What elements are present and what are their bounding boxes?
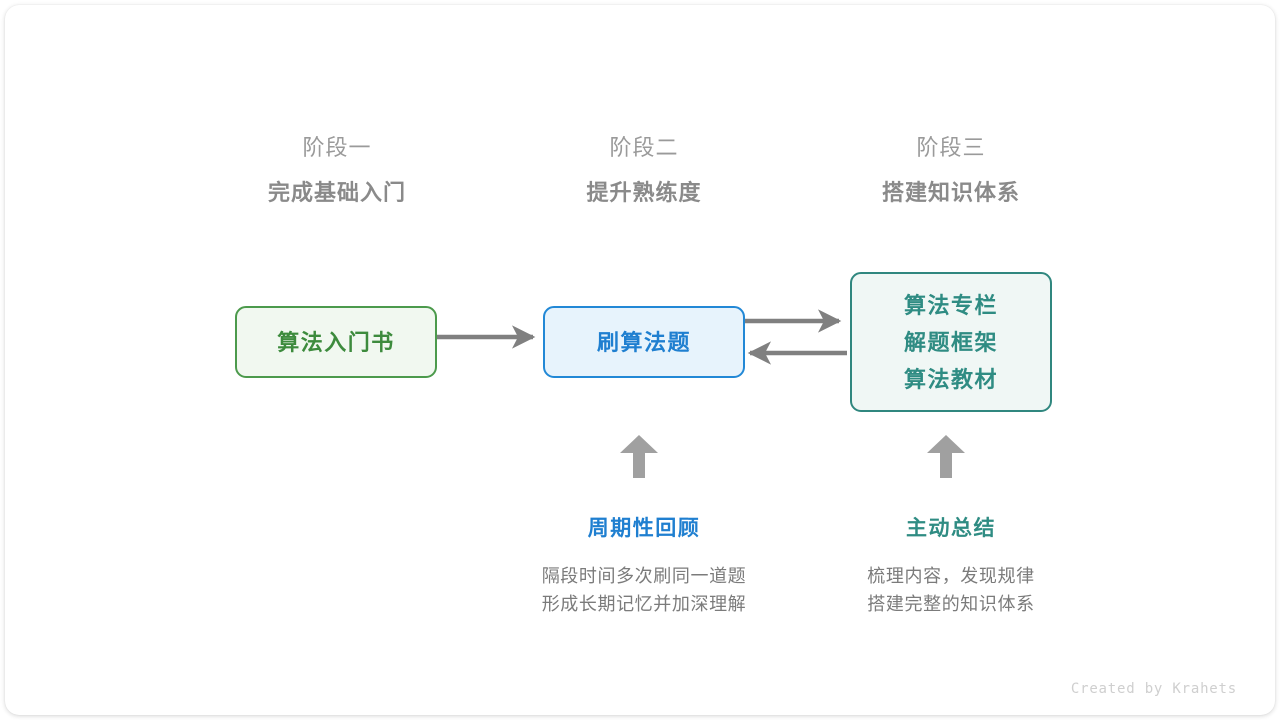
annotation-review-desc-line-2: 形成长期记忆并加深理解 [541, 594, 747, 614]
annotation-review-title: 周期性回顾 [587, 517, 701, 540]
annotation-summary-desc-line-2: 搭建完整的知识体系 [867, 594, 1035, 614]
stage-1-index-label: 阶段一 [302, 135, 372, 160]
stage-header-1: 阶段一 完成基础入门 [207, 133, 467, 209]
node-resources-line-3: 算法教材 [903, 366, 998, 392]
node-knowledge-resources[interactable]: 算法专栏 解题框架 算法教材 [850, 272, 1052, 412]
annotation-summary-title: 主动总结 [906, 517, 996, 540]
node-practice-problems[interactable]: 刷算法题 [543, 306, 745, 378]
node-resources-line-2: 解题框架 [903, 329, 998, 355]
node-book-label: 算法入门书 [277, 329, 395, 355]
annotation-review-desc-line-1: 隔段时间多次刷同一道题 [541, 566, 747, 586]
node-resources-line-1: 算法专栏 [903, 292, 998, 318]
diagram-card: 阶段一 完成基础入门 阶段二 提升熟练度 阶段三 搭建知识体系 [5, 5, 1275, 715]
annotation-periodic-review: 周期性回顾 隔段时间多次刷同一道题 形成长期记忆并加深理解 [494, 514, 794, 618]
up-arrow-review-icon [620, 435, 658, 478]
stage-3-index-label: 阶段三 [916, 135, 986, 160]
stage-1-title: 完成基础入门 [267, 180, 406, 205]
up-arrow-summary-icon [927, 435, 965, 478]
annotation-summary-desc-line-1: 梳理内容，发现规律 [867, 566, 1035, 586]
stage-3-title: 搭建知识体系 [881, 180, 1020, 205]
annotation-active-summary: 主动总结 梳理内容，发现规律 搭建完整的知识体系 [801, 514, 1101, 618]
stage-header-2: 阶段二 提升熟练度 [514, 133, 774, 209]
credit-text: Created by Krahets [1070, 681, 1237, 697]
node-practice-label: 刷算法题 [596, 329, 691, 355]
node-algorithm-intro-book[interactable]: 算法入门书 [235, 306, 437, 378]
stage-header-3: 阶段三 搭建知识体系 [821, 133, 1081, 209]
stage-2-index-label: 阶段二 [609, 135, 679, 160]
stage-2-title: 提升熟练度 [586, 180, 702, 205]
